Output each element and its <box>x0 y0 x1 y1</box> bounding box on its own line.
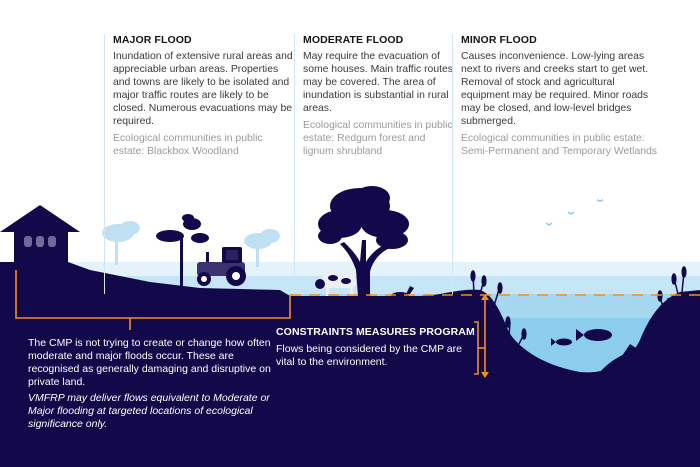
major-flood-column: MAJOR FLOOD Inundation of extensive rura… <box>104 34 293 294</box>
fish-icon <box>551 329 612 346</box>
moderate-flood-description: May require the evacuation of some house… <box>303 51 453 114</box>
cmp-statement-block: The CMP is not trying to create or chang… <box>28 337 278 434</box>
moderate-flood-ecology: Ecological communities in public estate:… <box>303 120 453 157</box>
major-flood-description: Inundation of extensive rural areas and … <box>113 51 293 127</box>
cmp-title: CONSTRAINTS MEASURES PROGRAM <box>276 326 475 338</box>
major-flood-ecology: Ecological communities in public estate:… <box>113 133 263 157</box>
moderate-flood-column: MODERATE FLOOD May require the evacuatio… <box>294 34 453 294</box>
arrow-up-icon <box>481 294 489 300</box>
submerged-log <box>600 340 664 374</box>
moderate-flood-title: MODERATE FLOOD <box>303 34 404 46</box>
tractor-icon <box>197 247 246 286</box>
orange-bracket-cmp <box>474 298 486 375</box>
reeds-icon <box>657 266 687 316</box>
cow-icon <box>315 274 356 296</box>
water-band-top <box>0 262 700 276</box>
cmp-description: Flows being considered by the CMP are vi… <box>276 343 462 368</box>
ghost-tree-icon <box>244 229 280 267</box>
land-mass <box>0 262 700 467</box>
arrow-down-icon <box>481 372 489 378</box>
minor-flood-column: MINOR FLOOD Causes inconvenience. Low-ly… <box>452 34 661 294</box>
orange-bracket-left <box>15 270 291 330</box>
major-flood-title: MAJOR FLOOD <box>113 34 192 46</box>
birds-icon <box>545 199 604 226</box>
vmfrp-note: VMFRP may deliver flows equivalent to Mo… <box>28 392 270 430</box>
small-tree-icon <box>156 214 209 288</box>
heron-icon <box>391 286 414 306</box>
cmp-callout: CONSTRAINTS MEASURES PROGRAM Flows being… <box>276 326 476 369</box>
minor-flood-description: Causes inconvenience. Low-lying areas ne… <box>461 51 649 127</box>
cmp-statement: The CMP is not trying to create or chang… <box>28 337 271 388</box>
large-tree-icon <box>318 186 409 296</box>
house-icon <box>0 205 80 271</box>
minor-flood-title: MINOR FLOOD <box>461 34 537 46</box>
ghost-tree-icon <box>102 221 140 265</box>
minor-flood-ecology: Ecological communities in public estate:… <box>461 133 657 157</box>
reeds-icon <box>470 270 527 351</box>
